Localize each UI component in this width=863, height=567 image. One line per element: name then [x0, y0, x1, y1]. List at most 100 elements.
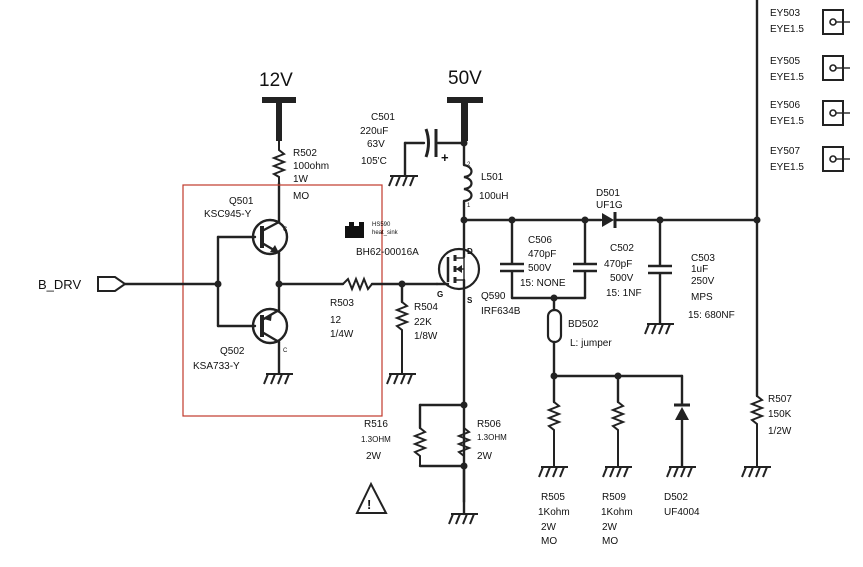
warning-mark: !: [367, 497, 371, 512]
transistor-q501: C Q501 KSC945-Y: [204, 196, 289, 256]
ey506-ref: EY506: [770, 100, 800, 111]
c502-ref: C502: [610, 243, 634, 254]
c503-type: MPS: [691, 292, 713, 303]
r507-value: 150K: [768, 409, 792, 420]
mosfet-q590: D G S Q590 IRF634B: [435, 247, 521, 317]
r507-ref: R507: [768, 394, 792, 405]
ground-d502: [666, 466, 696, 478]
bd502-ref: BD502: [568, 319, 599, 330]
highlight-box: [182, 184, 383, 417]
ey503-part: EYE1.5: [770, 24, 804, 35]
ground-c503: [644, 323, 674, 335]
c501-voltage: 63V: [367, 139, 385, 150]
r509-ref: R509: [602, 492, 626, 503]
hs590-desc: heat_sink: [372, 230, 399, 236]
capacitor-c506: C506 470pF 500V 15: NONE: [500, 235, 566, 289]
c506-value: 470pF: [528, 249, 556, 260]
rail-12v-bar: [262, 97, 296, 103]
rail-50v-label: 50V: [448, 68, 482, 89]
rail-12v-label: 12V: [259, 70, 293, 91]
hs590-part: BH62-00016A: [356, 247, 419, 258]
resistor-r504: R504 22K 1/8W: [394, 282, 438, 373]
l501-ref: L501: [481, 172, 504, 183]
resistor-r503: R503 12 1/4W: [330, 276, 373, 340]
c502-value: 470pF: [604, 259, 632, 270]
ground-r507: [741, 466, 771, 478]
input-port-arrow: [97, 276, 127, 292]
q502-part: KSA733-Y: [193, 361, 240, 372]
c501-polarity: +: [441, 150, 449, 165]
c501-temp: 105'C: [361, 156, 387, 167]
r506-power: 2W: [477, 451, 493, 462]
d501-ref: D501: [596, 188, 620, 199]
diode-d501: D501 UF1G: [596, 188, 623, 228]
capacitor-c501: + C501 220uF 63V 105'C: [360, 112, 466, 177]
r504-value: 22K: [414, 317, 432, 328]
transistor-q502: C Q502 KSA733-Y: [193, 307, 289, 372]
c503-note: 15: 680NF: [688, 310, 735, 321]
r502-value: 100ohm: [293, 161, 329, 172]
r516-ref: R516: [364, 419, 388, 430]
c501-value: 220uF: [360, 126, 388, 137]
b-drv-label: B_DRV: [38, 277, 81, 292]
d502-ref: D502: [664, 492, 688, 503]
resistor-r516: R516 1.3OHM 2W: [361, 419, 428, 466]
c501-ref: C501: [371, 112, 395, 123]
ey507-ref: EY507: [770, 146, 800, 157]
resistor-r506: R506 1.3OHM 2W: [456, 419, 507, 462]
capacitor-c503: C503 1uF 250V MPS 15: 680NF: [648, 218, 735, 325]
r502-ref: R502: [293, 148, 317, 159]
r504-power: 1/8W: [414, 331, 438, 342]
heatsink-hs590: HS590 heat_sink BH62-00016A: [345, 222, 419, 258]
bd502-note: L: jumper: [570, 338, 612, 349]
r503-power: 1/4W: [330, 329, 354, 340]
l501-pin2: 2: [467, 162, 471, 168]
ground-r504: [386, 373, 416, 385]
q501-ref: Q501: [229, 196, 254, 207]
d502-part: UF4004: [664, 507, 700, 518]
eyelet-ey507: EY507 EYE1.5: [770, 146, 850, 173]
r505-ref: R505: [541, 492, 565, 503]
c503-voltage: 250V: [691, 276, 715, 287]
ey503-ref: EY503: [770, 8, 800, 19]
c502-voltage: 500V: [610, 273, 634, 284]
resistor-r507: R507 150K 1/2W: [749, 394, 792, 466]
ground-source: [448, 513, 478, 525]
r502-type: MO: [293, 191, 309, 202]
ground-q502: [263, 373, 293, 385]
r505-power: 2W: [541, 522, 557, 533]
rail-50v: 50V: [447, 68, 483, 141]
r506-ref: R506: [477, 419, 501, 430]
q501-pin-c: C: [283, 227, 288, 233]
resistor-r509: R509 1Kohm 2W MO: [601, 374, 633, 547]
c506-ref: C506: [528, 235, 552, 246]
c506-note: 15: NONE: [520, 278, 566, 289]
resistor-r502: R502 100ohm 1W MO: [271, 141, 329, 202]
l501-value: 100uH: [479, 191, 508, 202]
ground-r509: [602, 466, 632, 478]
ey505-ref: EY505: [770, 56, 800, 67]
hs590-ref: HS590: [372, 222, 391, 228]
ey507-part: EYE1.5: [770, 162, 804, 173]
r509-power: 2W: [602, 522, 618, 533]
r509-type: MO: [602, 536, 618, 547]
warning-icon: !: [355, 481, 388, 514]
q502-pin-c: C: [283, 348, 288, 354]
c506-voltage: 500V: [528, 263, 552, 274]
capacitor-c502: C502 470pF 500V 15: 1NF: [573, 243, 642, 299]
diode-d502: D502 UF4004: [664, 374, 700, 518]
q590-pin-g: G: [437, 290, 443, 299]
input-b-drv: B_DRV: [38, 276, 219, 292]
r504-ref: R504: [414, 302, 438, 313]
ground-r505: [538, 466, 568, 478]
r506-value: 1.3OHM: [477, 433, 507, 442]
ey506-part: EYE1.5: [770, 116, 804, 127]
q590-part: IRF634B: [481, 306, 521, 317]
r516-power: 2W: [366, 451, 382, 462]
q502-ref: Q502: [220, 346, 245, 357]
c503-ref: C503: [691, 253, 715, 264]
l501-pin1: 1: [467, 203, 471, 209]
r505-type: MO: [541, 536, 557, 547]
r503-value: 12: [330, 315, 342, 326]
